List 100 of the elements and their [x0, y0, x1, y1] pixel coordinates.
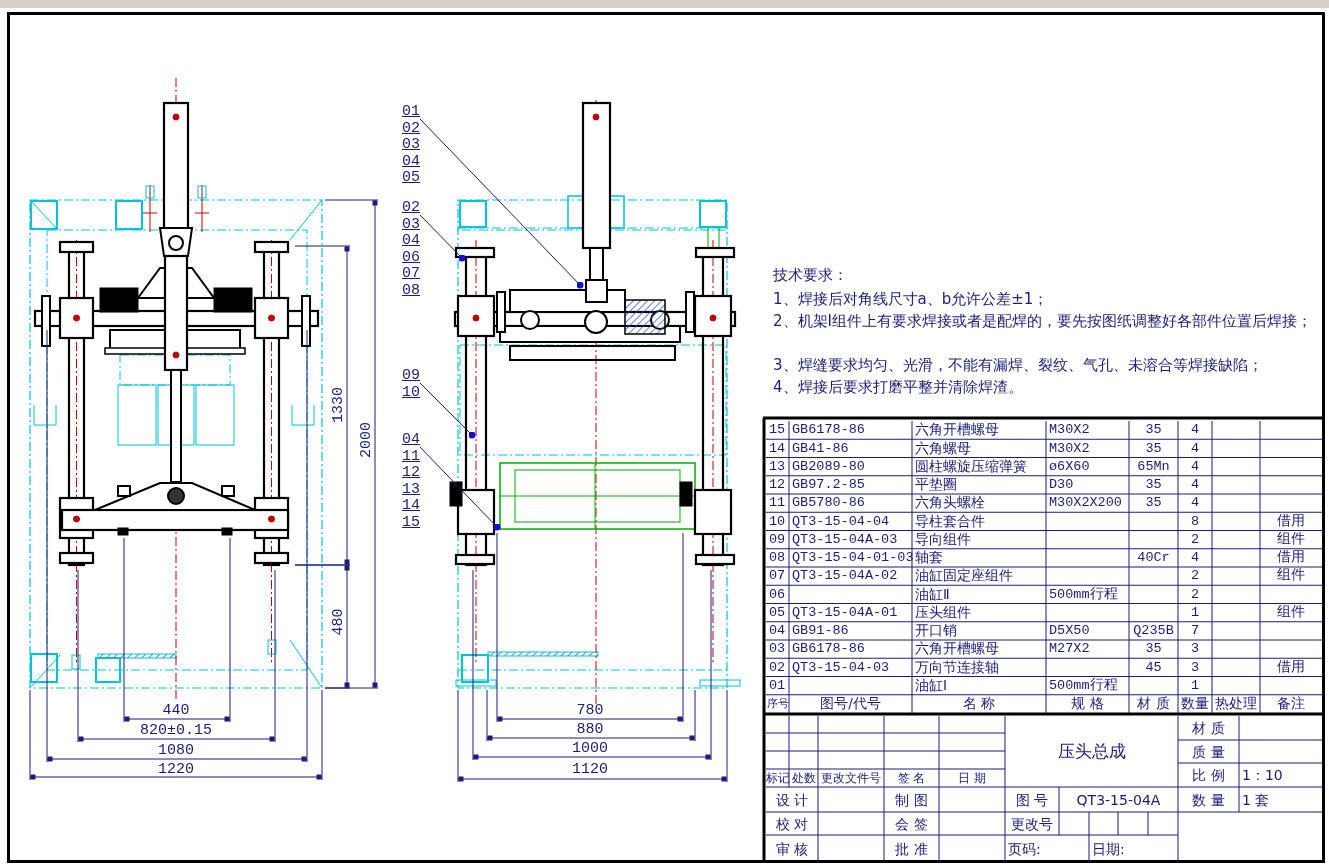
dimension-text: 780 [576, 702, 604, 718]
table-text: M30X2X200 [1048, 494, 1123, 513]
table-header-text: 序号 [766, 696, 789, 713]
table-text: 油缸Ⅰ [914, 676, 948, 695]
title-block-text: 审 核 [774, 839, 810, 859]
table-text: 8 [1189, 512, 1201, 531]
title-block-text: 日期: [1091, 839, 1126, 859]
table-text: D5X50 [1048, 622, 1091, 640]
table-text: QT3-15-04-01-03 [791, 549, 912, 567]
title-block-text: 日 期 [957, 770, 987, 787]
table-text: 4 [1189, 457, 1201, 476]
table-text: 六角头螺栓 [914, 494, 986, 513]
table-text: 2 [1189, 585, 1201, 604]
callout-number-stack: 09 10 [402, 368, 420, 401]
table-text: 2 [1189, 567, 1201, 586]
table-text: 12 [768, 476, 787, 494]
table-text: 4 [1189, 476, 1201, 494]
note-text: 2、机架Ⅰ组件上有要求焊接或者是配焊的，要先按图纸调整好各部件位置后焊接； [773, 311, 1313, 332]
table-text: 压头组件 [914, 603, 972, 622]
table-text: 40Cr [1136, 549, 1171, 567]
table-header-text: 规 格 [1070, 694, 1105, 713]
table-text: 45 [1144, 658, 1163, 677]
table-text: 07 [768, 567, 787, 586]
table-header-text: 图号/代号 [819, 694, 882, 713]
title-block-text: 处数 [790, 770, 817, 787]
table-text: 圆柱螺旋压缩弹簧 [914, 457, 1028, 476]
title-text: 压头总成 [1056, 740, 1127, 763]
title-block-text: 会 签 [894, 814, 929, 834]
table-text: 借用 [1276, 549, 1306, 567]
table-text: 4 [1189, 549, 1201, 567]
table-text: 15 [768, 421, 787, 440]
table-text: 平垫圈 [914, 475, 958, 494]
dimension-text: 1220 [158, 761, 194, 777]
table-text: QT3-15-04A-01 [791, 603, 899, 622]
dimension-text: 1080 [158, 742, 194, 758]
leader-line [419, 118, 584, 289]
table-header-text: 备注 [1276, 694, 1306, 713]
table-text: 08 [768, 549, 787, 567]
table-text: 05 [768, 603, 787, 622]
note-text: 1、焊接后对角线尺寸a、b允许公差±1； [773, 289, 1050, 310]
table-text: 4 [1189, 439, 1201, 458]
dimension-text: 1120 [572, 761, 608, 777]
table-text: 六角螺母 [914, 439, 972, 458]
table-header-text: 数量 [1180, 694, 1210, 713]
table-text: 500mm行程 [1048, 676, 1119, 695]
table-text: 油缸固定座组件 [914, 567, 1014, 586]
callout-number-stack: 01 02 03 04 05 [402, 104, 420, 187]
title-block-text: 质 量 [1191, 742, 1226, 762]
table-text: 7 [1189, 622, 1201, 640]
table-text: 轴套 [914, 548, 944, 567]
table-text: 06 [768, 585, 787, 604]
table-text: 04 [768, 622, 787, 640]
title-block-text: 1 套 [1241, 790, 1271, 810]
table-text: 11 [768, 494, 787, 513]
table-text: 14 [768, 439, 787, 458]
table-text: GB97.2-85 [791, 476, 866, 494]
table-text: 35 [1144, 640, 1163, 659]
table-text: M27X2 [1048, 640, 1091, 659]
table-text: 开口销 [914, 621, 958, 640]
title-block-text: 更改文件号 [820, 770, 882, 787]
title-block-text: 批 准 [894, 839, 929, 859]
table-text: 六角开槽螺母 [914, 421, 1000, 440]
table-text: 组件 [1276, 530, 1306, 549]
table-text: Q235B [1132, 622, 1175, 640]
table-text: 万向节连接轴 [914, 658, 1000, 677]
note-text: 4、焊接后要求打磨平整并清除焊渣。 [773, 377, 1024, 398]
table-text: 500mm行程 [1048, 585, 1119, 604]
table-text: ø6X60 [1048, 457, 1091, 476]
table-header-text: 热处理 [1214, 694, 1258, 713]
title-block-text: 设 计 [774, 790, 810, 810]
table-text: 六角开槽螺母 [914, 640, 1000, 659]
table-text: 1 [1189, 603, 1201, 622]
table-text: GB6178-86 [791, 640, 866, 659]
leader-line [419, 382, 476, 439]
table-text: 35 [1144, 494, 1163, 513]
table-text: GB5780-86 [791, 494, 866, 513]
dimension-text: 480 [330, 608, 346, 636]
title-block-text: QT3-15-04A [1075, 790, 1162, 810]
table-text: 65Mn [1136, 457, 1171, 476]
title-block-text: 页码: [1007, 839, 1042, 859]
table-text: 35 [1144, 421, 1163, 440]
title-block-text: 校 对 [774, 814, 810, 834]
table-text: 组件 [1276, 567, 1306, 586]
table-text: 油缸Ⅱ [914, 585, 951, 604]
table-text: QT3-15-04A-02 [791, 567, 899, 586]
table-text: 导向组件 [914, 530, 972, 549]
table-text: 09 [768, 530, 787, 549]
table-text: 借用 [1276, 658, 1306, 677]
table-text: 借用 [1276, 512, 1306, 531]
table-header-text: 材 质 [1136, 694, 1171, 713]
table-text: QT3-15-04-04 [791, 512, 891, 531]
dimension-text: 2000 [358, 422, 374, 458]
table-text: M30X2 [1048, 439, 1091, 458]
title-block-text: 制 图 [894, 790, 929, 810]
title-block-text: 数 量 [1191, 790, 1226, 810]
dimension-text: 820±0.15 [140, 722, 212, 738]
table-text: 4 [1189, 421, 1201, 440]
table-text: M30X2 [1048, 421, 1091, 440]
table-text: 01 [768, 676, 787, 695]
title-block-text: 签 名 [896, 770, 927, 787]
